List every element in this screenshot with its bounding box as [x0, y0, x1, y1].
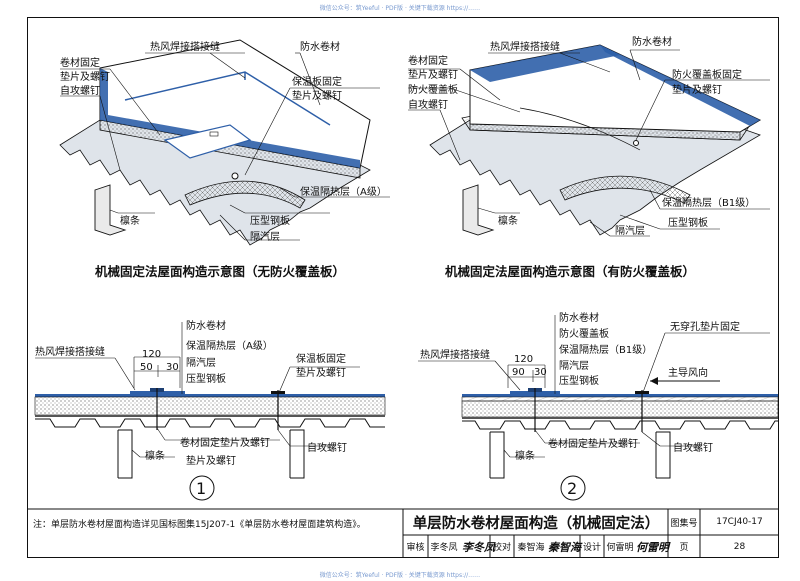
detail1-hot-air: 热风焊接搭接缝 — [35, 345, 105, 358]
page-label: 页 — [679, 543, 689, 553]
detail1-dim-total: 120 — [142, 349, 161, 360]
d1-caption: 机械固定法屋面构造示意图（无防火覆盖板） — [95, 264, 345, 279]
d2-label-hot-air: 热风焊接搭接缝 — [490, 40, 560, 53]
d1-label-insulation: 保温隔热层（A级） — [300, 185, 387, 198]
d1-label-fastener2: 垫片及螺钉 — [60, 70, 110, 83]
detail1-number-circle — [189, 475, 215, 501]
d2-label-cover-fix: 防火覆盖板固定 — [672, 68, 742, 81]
detail1-layer-0: 防水卷材 — [186, 319, 226, 332]
d2-label-fastener: 卷材固定 — [408, 54, 448, 67]
d2-label-purlin: 檩条 — [498, 214, 518, 227]
page-number: 28 — [733, 541, 746, 552]
top-watermark: 微信公众号：筑Yeeful · PDF版 · 关键下载资源 https://…… — [319, 5, 481, 12]
bottom-watermark: 微信公众号：筑Yeeful · PDF版 · 关键下载资源 https://…… — [319, 572, 481, 579]
d2-label-cover: 防火覆盖板 — [408, 83, 458, 96]
detail2-dim-a: 90 — [512, 367, 525, 378]
detail2-self-tap: 自攻螺钉 — [673, 441, 713, 454]
title-block-grid — [27, 508, 779, 558]
detail2-purlin-right — [655, 431, 671, 479]
d2-label-fastener2: 垫片及螺钉 — [408, 68, 458, 81]
diagram1-insulation-cutaway — [184, 180, 306, 209]
d1-label-hot-air: 热风焊接搭接缝 — [150, 40, 220, 53]
atlas-number: 17CJ40-17 — [716, 517, 763, 527]
d1-label-self-tap: 自攻螺钉 — [60, 84, 100, 97]
review-label: 审核 — [406, 543, 425, 553]
detail2-fastener: 卷材固定垫片及螺钉 — [548, 437, 638, 450]
d2-label-membrane: 防水卷材 — [632, 35, 672, 48]
detail1-purlin-right — [289, 429, 305, 479]
d2-label-vapor: 隔汽层 — [615, 224, 645, 237]
detail2-layer-1: 防火覆盖板 — [559, 327, 609, 340]
checker-name: 秦智海 — [517, 543, 545, 553]
detail1-section — [34, 388, 386, 479]
design-label: 设计 — [582, 543, 601, 553]
detail2-wind: 主导风向 — [668, 366, 708, 379]
detail2-layer-4: 压型钢板 — [559, 374, 599, 387]
d2-label-insulation: 保温隔热层（B1级） — [662, 196, 755, 209]
atlas-label: 图集号 — [670, 518, 698, 529]
detail2-layer-3: 隔汽层 — [559, 359, 589, 372]
designer-signature: 何雷明 — [636, 541, 669, 554]
reviewer-name: 李冬凤 — [430, 543, 458, 553]
detail2-purlin-left — [489, 431, 505, 479]
detail2-no-hole: 无穿孔垫片固定 — [670, 320, 740, 333]
detail2-number-circle — [560, 475, 586, 501]
d1-label-purlin: 檩条 — [120, 214, 140, 227]
title-block-title: 单层防水卷材屋面构造（机械固定法） — [412, 515, 660, 532]
detail1-layer-2: 隔汽层 — [186, 356, 216, 369]
detail1-dim-a: 50 — [140, 362, 153, 373]
diagram2-isometric — [429, 44, 762, 236]
detail2-dim-b: 30 — [534, 367, 547, 378]
d2-caption: 机械固定法屋面构造示意图（有防火覆盖板） — [445, 264, 695, 279]
detail1-purlin: 檩条 — [145, 449, 165, 462]
detail1-purlin-left — [117, 429, 133, 479]
d1-label-insul-fix: 保温板固定 — [292, 75, 342, 88]
d1-label-membrane: 防水卷材 — [300, 40, 340, 53]
d1-label-insul-fix2: 垫片及螺钉 — [292, 89, 342, 102]
footnote: 注：单层防水卷材屋面构造详见国标图集15J207-1《单层防水卷材屋面建筑构造》… — [33, 520, 366, 530]
detail1-number: 1 — [196, 479, 206, 498]
checker-signature: 秦智海 — [548, 541, 581, 554]
detail1-insul-fix2: 垫片及螺钉 — [296, 366, 346, 379]
detail2-dim-total: 120 — [514, 354, 533, 365]
detail1-insul-fix: 保温板固定 — [296, 352, 346, 365]
diagram1-isometric — [59, 39, 371, 246]
detail1-fastener-cont: 垫片及螺钉 — [186, 454, 236, 467]
d2-label-cover-fix2: 垫片及螺钉 — [672, 83, 722, 96]
detail1-layer-1: 保温隔热层（A级） — [186, 339, 273, 352]
reviewer-signature: 李冬凤 — [462, 541, 495, 554]
detail2-hot-air: 热风焊接搭接缝 — [420, 348, 490, 361]
designer-name: 何雷明 — [606, 543, 634, 553]
detail2-layer-0: 防水卷材 — [559, 311, 599, 324]
diagram2-steel-deck — [429, 119, 761, 236]
d1-label-steel-deck: 压型钢板 — [250, 214, 290, 227]
detail1-self-tap: 自攻螺钉 — [307, 441, 347, 454]
detail1-dim-b: 30 — [166, 362, 179, 373]
detail1-fastener: 卷材固定垫片及螺钉 — [180, 436, 270, 449]
check-label: 校对 — [492, 543, 511, 553]
detail2-number: 2 — [567, 479, 577, 498]
d2-label-steel-deck: 压型钢板 — [668, 216, 708, 229]
diagram2-purlin — [462, 184, 495, 236]
d1-label-fastener: 卷材固定 — [60, 56, 100, 69]
diagram2-insulation-cutaway — [559, 175, 691, 204]
detail2-layer-2: 保温隔热层（B1级） — [559, 343, 652, 356]
detail2-purlin: 檩条 — [515, 449, 535, 462]
detail2-section — [461, 377, 779, 479]
d1-label-vapor: 隔汽层 — [250, 230, 280, 243]
detail1-layer-3: 压型钢板 — [186, 372, 226, 385]
d2-label-self-tap: 自攻螺钉 — [408, 98, 448, 111]
